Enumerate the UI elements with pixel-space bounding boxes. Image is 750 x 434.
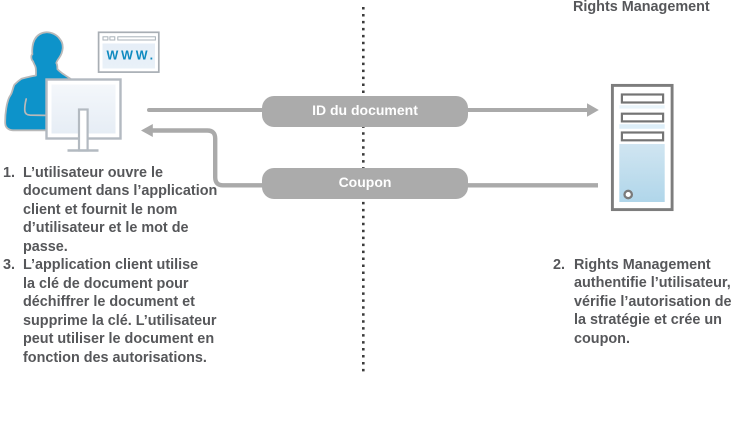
svg-text:WWW.: WWW. [107, 49, 156, 63]
